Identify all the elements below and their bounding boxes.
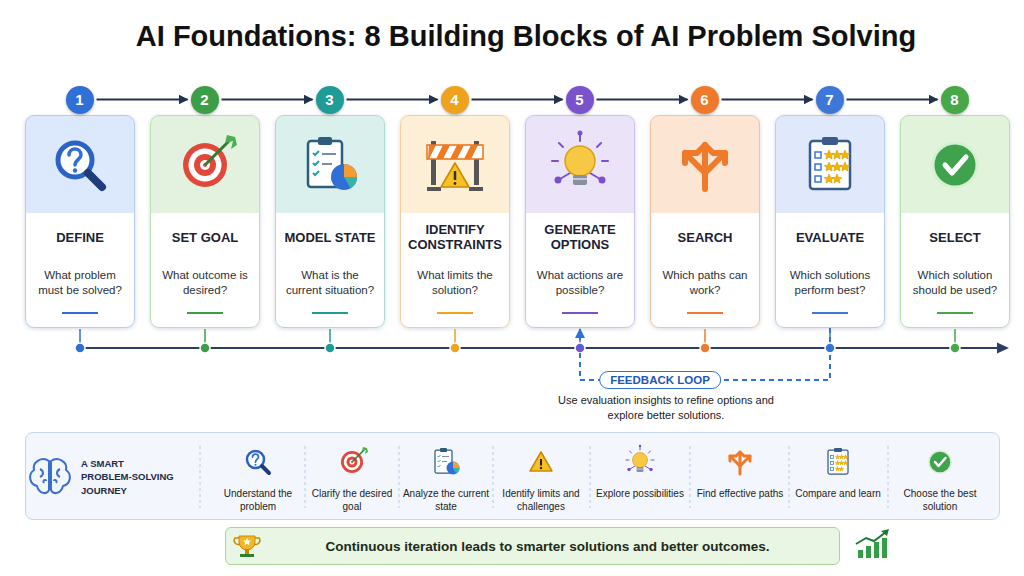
step-number: 8 — [941, 86, 969, 114]
step-question: What limits the solution? — [407, 263, 503, 303]
flow-arrow — [222, 99, 313, 101]
step-heading: GENERATE OPTIONS — [529, 216, 631, 260]
step-card: GENERATE OPTIONSWhat actions are possibl… — [525, 115, 635, 328]
journey-item: Choose the best solution — [896, 488, 984, 513]
note-label: Use evaluation insights to refine option… — [548, 393, 784, 424]
step-card: DEFINEWhat problem must be solved?1 — [25, 115, 135, 328]
step-heading: DEFINE — [29, 216, 131, 260]
lightbulb-icon — [552, 131, 608, 186]
step-number-circle: 2 — [191, 86, 219, 114]
step-number: 3 — [316, 86, 344, 114]
journey-item: Understand the problem — [214, 488, 302, 513]
step-number-circle: 8 — [941, 86, 969, 114]
band-separators — [200, 446, 888, 508]
journey-item: Explore possibilities — [596, 488, 684, 501]
journey-band: A SMART PROBLEM-SOLVING JOURNEY Understan… — [25, 432, 1000, 520]
target-icon — [341, 447, 368, 473]
step-number-circle: 3 — [316, 86, 344, 114]
step-question: Which paths can work? — [657, 263, 753, 303]
target-icon — [183, 135, 237, 187]
step-heading: IDENTIFY CONSTRAINTS — [404, 216, 506, 260]
step-heading: SET GOAL — [154, 216, 256, 260]
warning-icon — [530, 452, 552, 471]
journey-heading: A SMART PROBLEM-SOLVING JOURNEY — [81, 457, 176, 497]
step-number: 2 — [191, 86, 219, 114]
flow-arrow — [597, 99, 688, 101]
step-number: 6 — [691, 86, 719, 114]
step-card: IDENTIFY CONSTRAINTSWhat limits the solu… — [400, 115, 510, 328]
step-number-circle: 6 — [691, 86, 719, 114]
step-number: 5 — [566, 86, 594, 114]
trophy-icon — [234, 536, 260, 557]
journey-item: Compare and learn — [794, 488, 882, 501]
step-number: 4 — [441, 86, 469, 114]
journey-item: Clarify the desired goal — [308, 488, 396, 513]
step-number: 1 — [66, 86, 94, 114]
step-question: What is the current situation? — [282, 263, 378, 303]
summary-banner: Continuous iteration leads to smarter so… — [225, 527, 840, 565]
step-question: What problem must be solved? — [32, 263, 128, 303]
step-heading: SELECT — [904, 216, 1006, 260]
step-card: MODEL STATEWhat is the current situation… — [275, 115, 385, 328]
split-arrows-icon — [685, 145, 725, 189]
flow-arrow — [472, 99, 563, 101]
journey-item: Identify limits and challenges — [497, 488, 585, 513]
summary-text: Continuous iteration leads to smarter so… — [325, 539, 769, 554]
journey-item: Analyze the current state — [402, 488, 490, 513]
flow-arrow — [347, 99, 438, 101]
step-card: SEARCHWhich paths can work?6 — [650, 115, 760, 328]
flow-arrow — [97, 99, 188, 101]
step-card: SELECTWhich solution should be used?8 — [900, 115, 1010, 328]
brain-icon — [30, 459, 70, 493]
magnifier-icon — [58, 143, 102, 187]
step-number: 7 — [816, 86, 844, 114]
step-question: Which solutions perform best? — [782, 263, 878, 303]
growth-chart-icon — [856, 529, 889, 558]
edge-label: FEEDBACK LOOP — [599, 371, 721, 389]
clipboard-chart-icon — [435, 448, 460, 475]
step-number-circle: 1 — [66, 86, 94, 114]
flow-arrow — [847, 99, 938, 101]
split-arrows-icon — [730, 452, 750, 474]
step-question: What actions are possible? — [532, 263, 628, 303]
step-heading: MODEL STATE — [279, 216, 381, 260]
check-icon — [929, 451, 951, 473]
check-icon — [933, 143, 977, 187]
step-question: What outcome is desired? — [157, 263, 253, 303]
step-heading: EVALUATE — [779, 216, 881, 260]
clipboard-chart-icon — [308, 137, 357, 190]
card-underlines — [62, 312, 973, 314]
diagram-title: AI Foundations: 8 Building Blocks of AI … — [16, 20, 1024, 53]
rating-clipboard-icon — [828, 448, 848, 474]
lightbulb-icon — [626, 445, 654, 472]
step-card: SET GOALWhat outcome is desired?2 — [150, 115, 260, 328]
step-card: EVALUATEWhich solutions perform best?7 — [775, 115, 885, 328]
step-number-circle: 7 — [816, 86, 844, 114]
journey-item: Find effective paths — [696, 488, 784, 501]
barrier-icon — [427, 141, 483, 191]
flow-arrow — [722, 99, 813, 101]
magnifier-icon — [247, 451, 269, 473]
timeline — [75, 329, 1009, 354]
step-number-circle: 4 — [441, 86, 469, 114]
step-number-circle: 5 — [566, 86, 594, 114]
rating-clipboard-icon — [810, 137, 850, 189]
step-heading: SEARCH — [654, 216, 756, 260]
step-question: Which solution should be used? — [907, 263, 1003, 303]
